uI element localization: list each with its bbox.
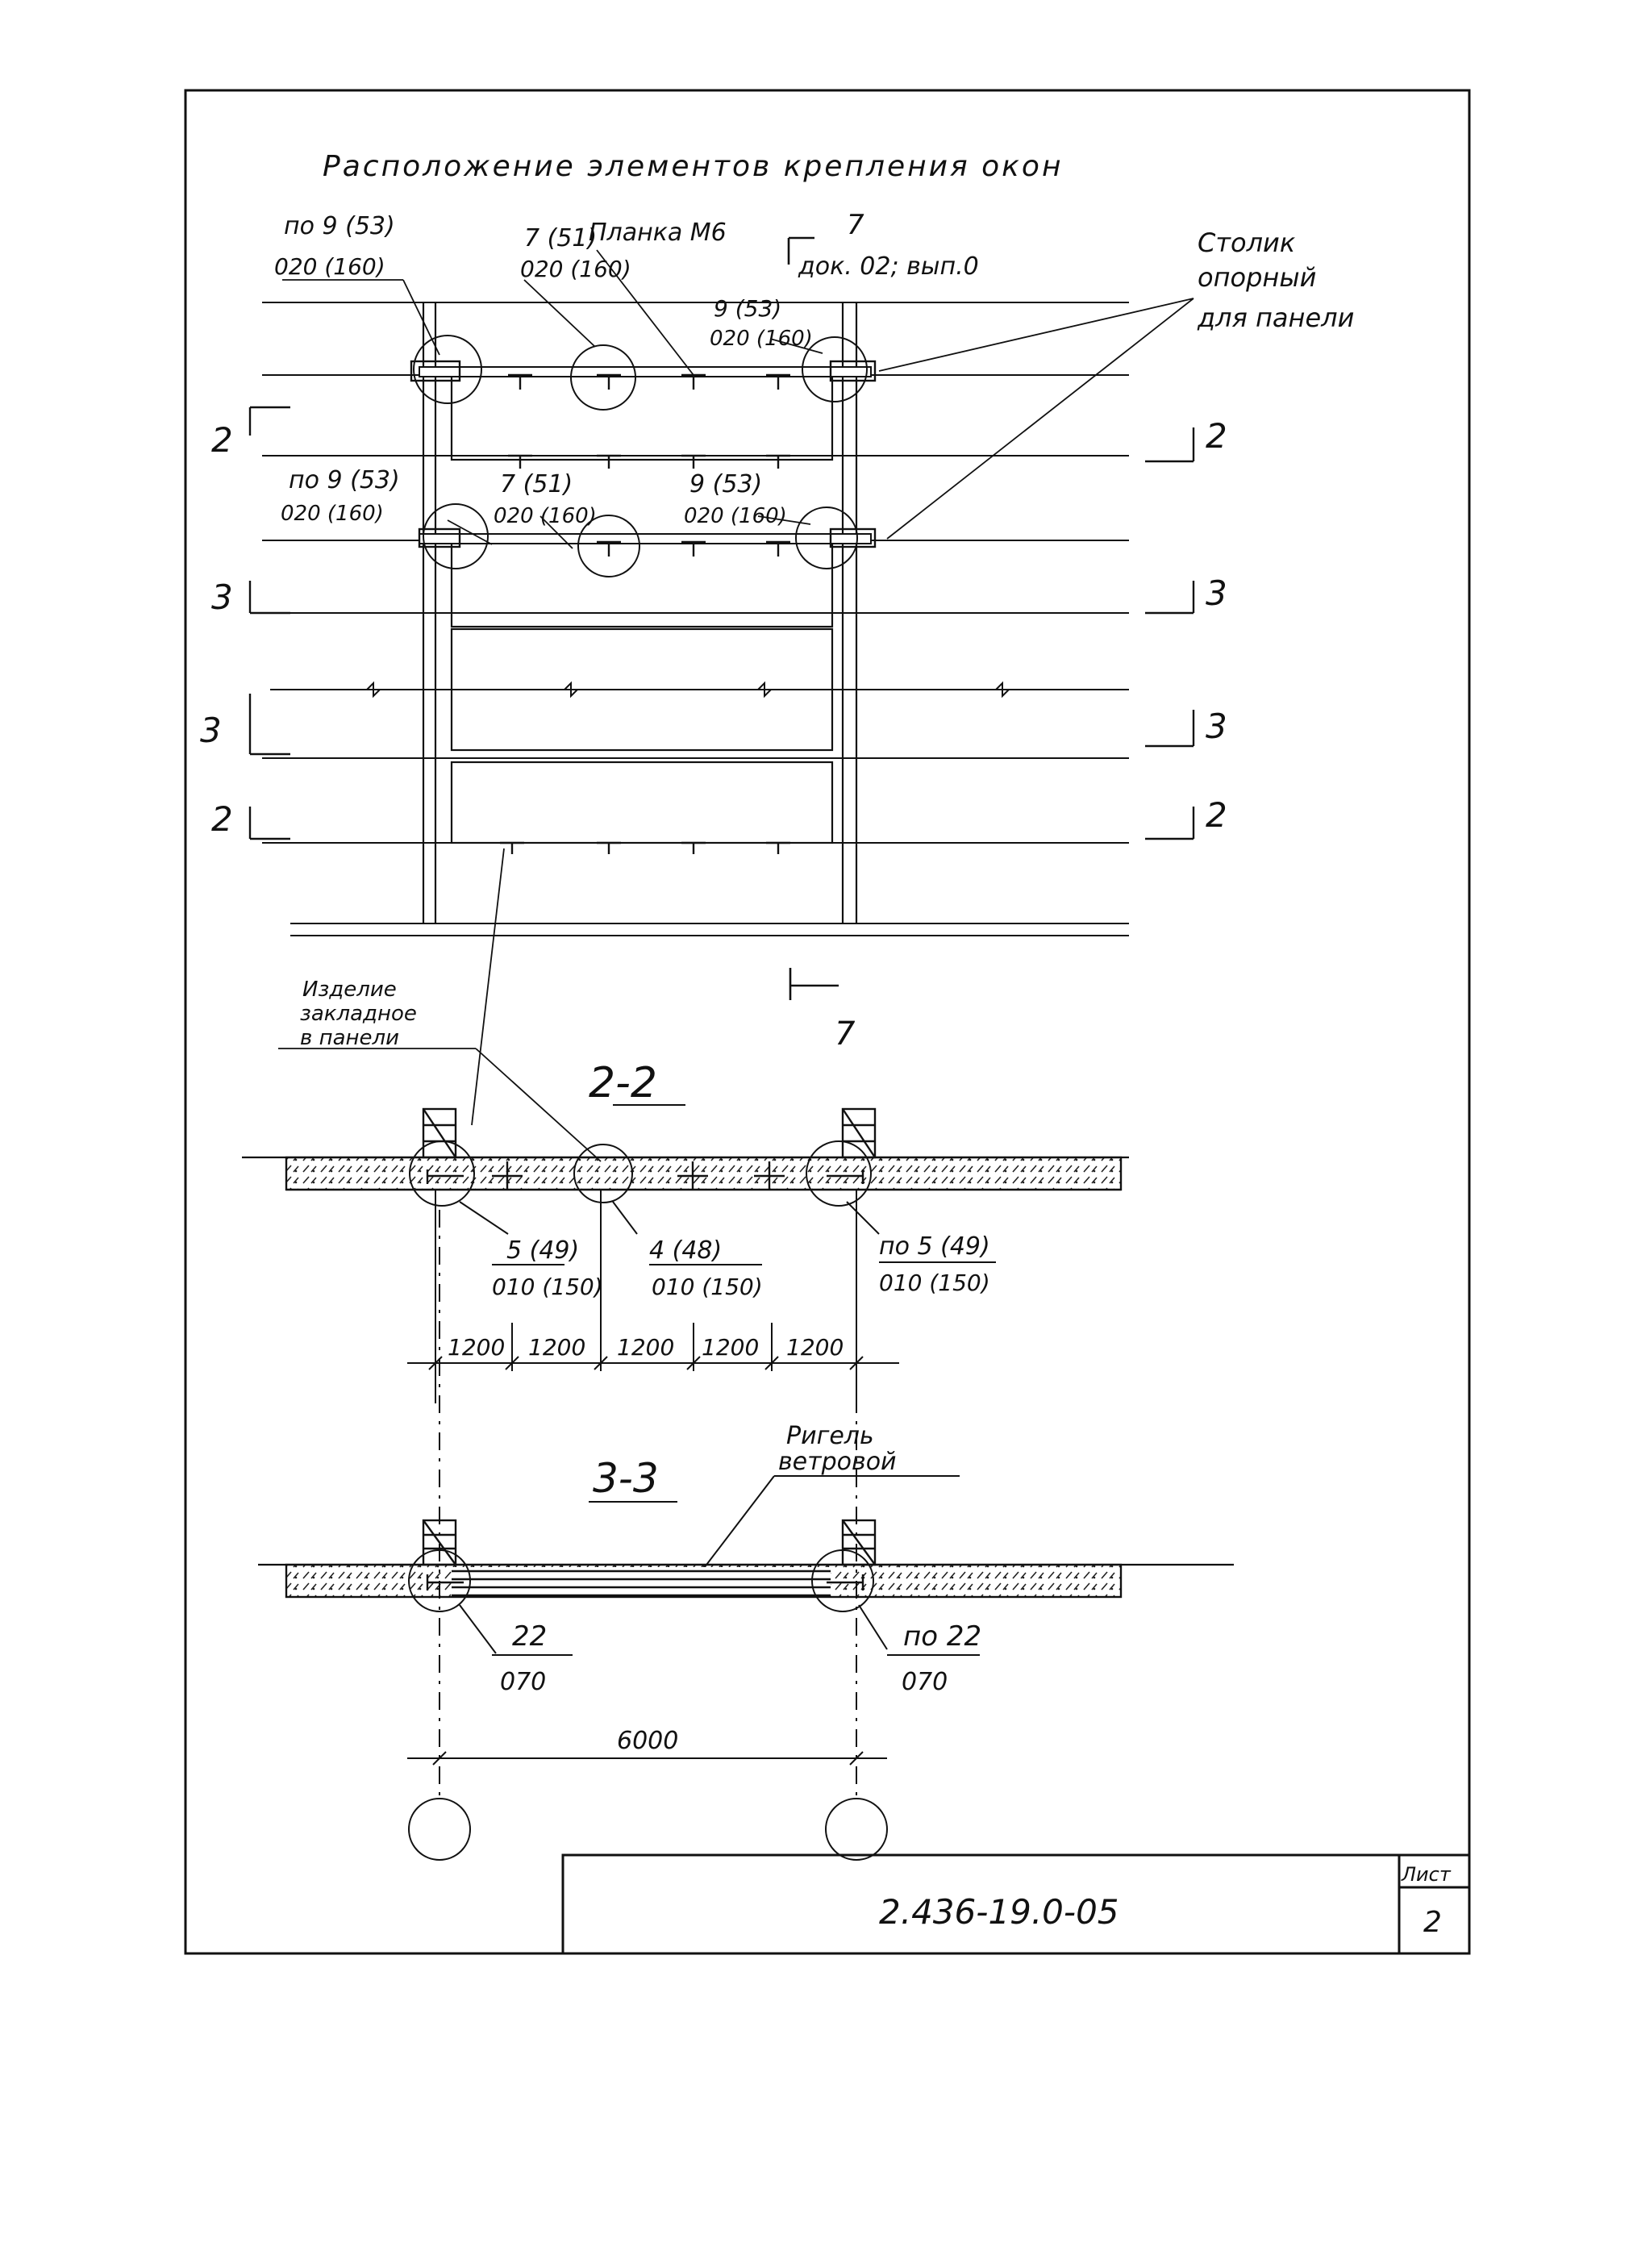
section-mark-right: 3 <box>1206 573 1227 613</box>
callout-circle <box>806 1140 872 1207</box>
label-mark: 9 (53) <box>714 295 781 322</box>
label-mark: по 9 (53) <box>289 466 400 494</box>
label-doc-ref: док. 02; вып.0 <box>798 252 979 281</box>
doc-code: 2.436-19.0-05 <box>879 1892 1119 1932</box>
axis-bubble <box>825 1798 888 1861</box>
label-mark: 22 <box>512 1620 547 1653</box>
dimension-value: 1200 <box>448 1334 505 1361</box>
callout-circle <box>802 336 868 402</box>
label-embedded: закладное <box>300 1002 417 1026</box>
section-mark-left: 3 <box>200 711 222 750</box>
dimension-value: 1200 <box>702 1334 759 1361</box>
label-sub: 020 (160) <box>281 502 384 526</box>
label-sub: 070 <box>902 1668 948 1696</box>
title-block: 2.436-19.0-05 Лист 2 <box>561 1853 1471 1955</box>
axis-bubble <box>408 1798 471 1861</box>
label-sub: 020 (160) <box>684 504 787 528</box>
label-mark: по 22 <box>903 1620 981 1653</box>
section-mark-right: 2 <box>1206 795 1227 835</box>
label-beam: ветровой <box>778 1448 897 1476</box>
sheet-number: 2 <box>1423 1906 1442 1939</box>
dimension-value: 1200 <box>786 1334 844 1361</box>
label-sub: 010 (150) <box>879 1269 990 1296</box>
callout-circle <box>577 515 640 577</box>
label-sub: 020 (160) <box>520 256 631 282</box>
dimension-value: 6000 <box>617 1727 678 1755</box>
window-plan-view: по 9 (53) 020 (160) 7 (51) 020 (160) Пла… <box>200 209 1354 1162</box>
callout-circle <box>570 344 636 411</box>
label-mark: 9 (53) <box>689 470 762 498</box>
section-title: 3-3 <box>593 1455 659 1502</box>
label-mark: по 5 (49) <box>879 1232 990 1261</box>
callout-circle <box>795 507 858 569</box>
callout-circle <box>573 1144 633 1203</box>
label-embedded: Изделие <box>302 978 397 1002</box>
callout-circle <box>409 1140 475 1207</box>
label-support: Столик <box>1198 227 1296 258</box>
label-sub: 010 (150) <box>492 1274 603 1300</box>
label-sub: 020 (160) <box>494 504 597 528</box>
section-mark-left: 2 <box>211 420 233 460</box>
label-mark: 5 (49) <box>506 1236 579 1265</box>
label-mark: по 9 (53) <box>284 212 395 240</box>
label-support: для панели <box>1197 302 1354 333</box>
label-plank: Планка М6 <box>589 219 727 247</box>
label-doc-ref-num: 7 <box>847 209 864 241</box>
drawing-title: Расположение элементов крепления окон <box>323 150 1064 183</box>
label-sub: 070 <box>500 1668 546 1696</box>
label-mark: 7 (51) <box>500 470 573 498</box>
section-2-2: 2-2 <box>242 1059 1129 1403</box>
label-embedded: в панели <box>300 1026 399 1050</box>
label-beam: Ригель <box>786 1422 874 1450</box>
label-cut-num: 7 <box>835 1015 856 1053</box>
callout-circle <box>413 335 482 404</box>
section-mark-left: 2 <box>211 799 233 839</box>
label-support: опорный <box>1198 262 1316 293</box>
section-mark-right: 3 <box>1206 707 1227 746</box>
label-sub: 020 (160) <box>710 327 813 351</box>
callout-circle <box>423 503 489 569</box>
section-3-3: 3-3 Ригель ветровой <box>258 1210 1234 1861</box>
label-mark: 7 (51) <box>524 224 597 252</box>
sheet-label: Лист <box>1401 1863 1452 1886</box>
callout-circle <box>811 1549 874 1612</box>
label-sub: 010 (150) <box>652 1274 763 1300</box>
label-mark: 4 (48) <box>649 1236 722 1265</box>
dimension-value: 1200 <box>528 1334 585 1361</box>
section-mark-right: 2 <box>1206 416 1227 456</box>
label-sub: 020 (160) <box>274 253 385 280</box>
section-mark-left: 3 <box>211 577 233 617</box>
dimension-value: 1200 <box>617 1334 674 1361</box>
section-title: 2-2 <box>589 1059 657 1107</box>
